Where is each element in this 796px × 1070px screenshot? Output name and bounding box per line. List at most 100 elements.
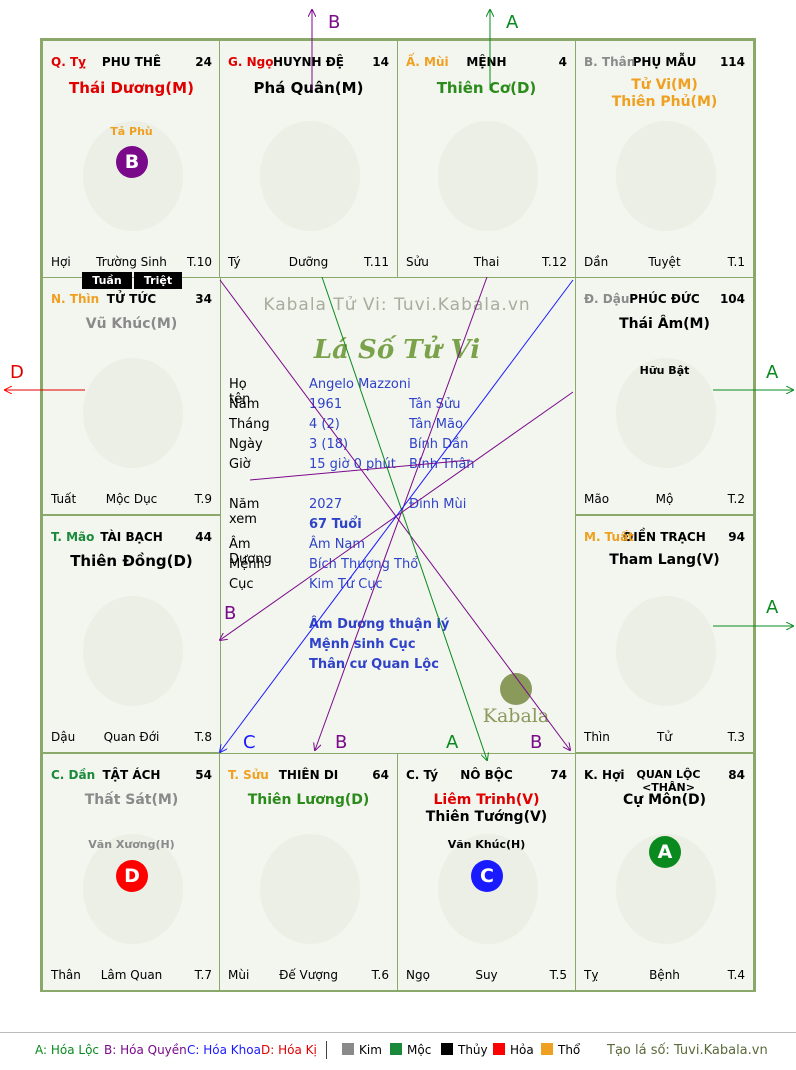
stem-branch-label: Đ. Dậu [584,292,630,306]
arrow-label-a-right1: A [766,362,779,383]
month-label: T.11 [364,255,389,269]
arrow-label-d-left: D [10,362,24,383]
legend-kim: Kim [342,1043,382,1057]
life-stage: Quan Đới [103,730,160,744]
main-star: Cự Môn(D) [622,792,707,808]
life-stage: Lâm Quan [100,968,163,982]
palace-cell-phu-mau[interactable]: PHỤ MẪU B. Thân 114 Tử Vi(M) Thiên Phủ(M… [575,40,754,278]
branch-label: Hợi [51,255,71,269]
minor-star: Văn Xương(H) [88,838,175,851]
month-label: T.10 [187,255,212,269]
month-label: T.12 [542,255,567,269]
arrow-label-b-inner: B [224,603,237,624]
month-label: T.1 [727,255,745,269]
life-stage: Bệnh [649,968,680,982]
note-am-duong: Âm Dương thuận lý [309,617,450,632]
life-stage: Thai [473,255,500,269]
main-star: Phá Quân(M) [253,79,364,97]
palace-name: TÀI BẠCH [100,530,163,544]
main-star: Thiên Phủ(M) [611,94,718,110]
palace-cell-dien-trach[interactable]: ĐIỀN TRẠCH M. Tuất 94 Tham Lang(V) Thìn … [575,515,754,753]
life-stage: Trường Sinh [96,255,167,269]
stem-branch-label: K. Hợi [584,768,625,782]
palace-cell-quan-loc[interactable]: K. Hợi QUAN LỘC <THÂN> 84 Cự Môn(D) A Tỵ… [575,753,754,991]
main-star: Thiên Tướng(V) [425,809,548,825]
tho-swatch-icon [541,1043,553,1055]
stem-branch-label: G. Ngọ [228,55,274,69]
tree-icon [500,673,532,705]
palace-number: 14 [372,55,389,69]
stem-branch-label: Ấ. Mùi [406,55,449,69]
main-star: Tham Lang(V) [609,552,720,568]
life-stage: Mộ [655,492,674,506]
life-stage: Tử [657,730,672,744]
arrow-label-c-inner: C [243,732,256,753]
palace-name: NÔ BỘC [460,768,513,782]
main-star: Liêm Trinh(V) [433,792,540,808]
palace-number: 54 [195,768,212,782]
hoa-ki-badge: D [116,860,148,892]
life-stage: Mộc Dục [105,492,158,506]
palace-number: 74 [550,768,567,782]
palace-number: 104 [719,292,745,306]
palace-cell-huynh-de[interactable]: HUYNH ĐỆ G. Ngọ 14 Phá Quân(M) Tý Dưỡng … [219,40,398,278]
hoa-loc-badge: A [649,836,681,868]
arrow-label-b-right: B [530,732,543,753]
palace-number: 44 [195,530,212,544]
palace-name: MỆNH [466,55,507,69]
main-star: Tử Vi(M) [631,77,698,93]
thuy-swatch-icon [441,1043,453,1055]
main-star: Thái Dương(M) [69,79,194,97]
main-star: Thiên Lương(D) [247,792,370,808]
month-label: T.3 [727,730,745,744]
palace-cell-tu-tuc[interactable]: TỬ TỨC N. Thìn 34 Vũ Khúc(M) Tuất Mộc Dụ… [42,277,221,515]
branch-label: Ngọ [406,968,430,982]
month-label: T.8 [194,730,212,744]
palace-number: 94 [728,530,745,544]
branch-label: Thìn [584,730,610,744]
branch-label: Dậu [51,730,76,744]
palace-cell-menh[interactable]: MỆNH Ấ. Mùi 4 Thiên Cơ(D) Sửu Thai T.12 [397,40,576,278]
legend-separator [326,1041,327,1059]
palace-cell-no-boc[interactable]: NÔ BỘC C. Tý 74 Liêm Trinh(V) Thiên Tướn… [397,753,576,991]
branch-label: Mùi [228,968,250,982]
stem-branch-label: Q. Tỵ [51,55,86,69]
minor-star: Hữu Bật [639,364,690,377]
palace-name: PHỤ MẪU [632,55,697,69]
hoa-khoa-badge: C [471,860,503,892]
arrow-label-a-right2: A [766,597,779,618]
palace-number: 24 [195,55,212,69]
legend-thuy: Thủy [441,1043,488,1057]
branch-label: Thân [51,968,81,982]
tuan-marker: Tuần [82,272,132,289]
stem-branch-label: C. Tý [406,768,439,782]
palace-name: THIÊN DI [278,768,339,782]
stem-branch-label: M. Tuất [584,530,634,544]
arrow-label-b-top: B [328,12,341,33]
stem-branch-label: C. Dần [51,768,96,782]
palace-cell-phu-the[interactable]: PHU THÊ Q. Tỵ 24 Thái Dương(M) Tả Phù B … [42,40,221,278]
horse-watermark-icon [260,121,360,231]
kabala-logo: Kabala [481,673,551,727]
palace-cell-phuc-duc[interactable]: PHÚC ĐỨC Đ. Dậu 104 Thái Âm(M) Hữu Bật M… [575,277,754,515]
legend-hoa-loc: A: Hóa Lộc [35,1043,100,1057]
palace-cell-tai-bach[interactable]: TÀI BẠCH T. Mão 44 Thiên Đồng(D) Dậu Qua… [42,515,221,753]
triet-marker: Triệt [134,272,182,289]
branch-label: Dần [584,255,609,269]
palace-name: QUAN LỘC <THÂN> [636,768,701,794]
palace-number: 64 [372,768,389,782]
main-star: Thiên Cơ(D) [436,79,537,97]
stem-branch-label: T. Sửu [228,768,269,782]
buffalo-watermark-icon [260,834,360,944]
palace-name: ĐIỀN TRẠCH [623,530,706,544]
palace-cell-tat-ach[interactable]: TẬT ÁCH C. Dần 54 Thất Sát(M) Văn Xương(… [42,753,221,991]
palace-cell-thien-di[interactable]: THIÊN DI T. Sửu 64 Thiên Lương(D) Mùi Đế… [219,753,398,991]
legend-hoa: Hỏa [493,1043,534,1057]
site-credit-link[interactable]: Tạo lá số: Tuvi.Kabala.vn [607,1043,768,1058]
month-label: T.2 [727,492,745,506]
main-star: Thất Sát(M) [84,792,179,808]
goat-watermark-icon [438,121,538,231]
site-watermark: Kabala Tử Vi: Tuvi.Kabala.vn [263,295,531,315]
legend-tho: Thổ [541,1043,580,1057]
palace-name: TẬT ÁCH [102,768,161,782]
